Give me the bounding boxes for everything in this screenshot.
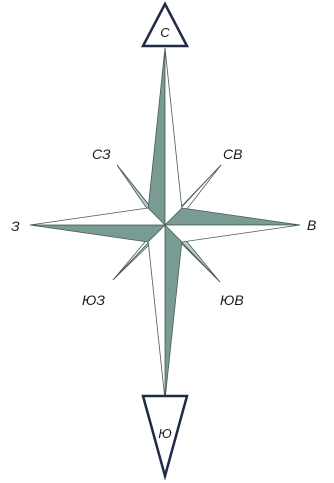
ray-north-light <box>165 48 182 225</box>
label-south: Ю <box>156 427 174 440</box>
label-southeast: ЮВ <box>220 293 244 307</box>
ray-south-dark <box>165 225 182 400</box>
label-northwest: СЗ <box>92 147 111 161</box>
label-east: В <box>307 218 316 232</box>
label-north: С <box>158 26 172 39</box>
ray-north-dark <box>148 48 165 225</box>
ray-east-dark <box>165 208 300 225</box>
label-southwest: ЮЗ <box>82 293 105 307</box>
cardinal-rays <box>30 48 300 400</box>
label-northeast: СВ <box>223 147 242 161</box>
ray-west-light <box>30 208 165 225</box>
ray-west-dark <box>30 225 165 242</box>
ray-east-light <box>165 225 300 242</box>
label-west: З <box>11 219 20 233</box>
ray-south-light <box>148 225 165 400</box>
